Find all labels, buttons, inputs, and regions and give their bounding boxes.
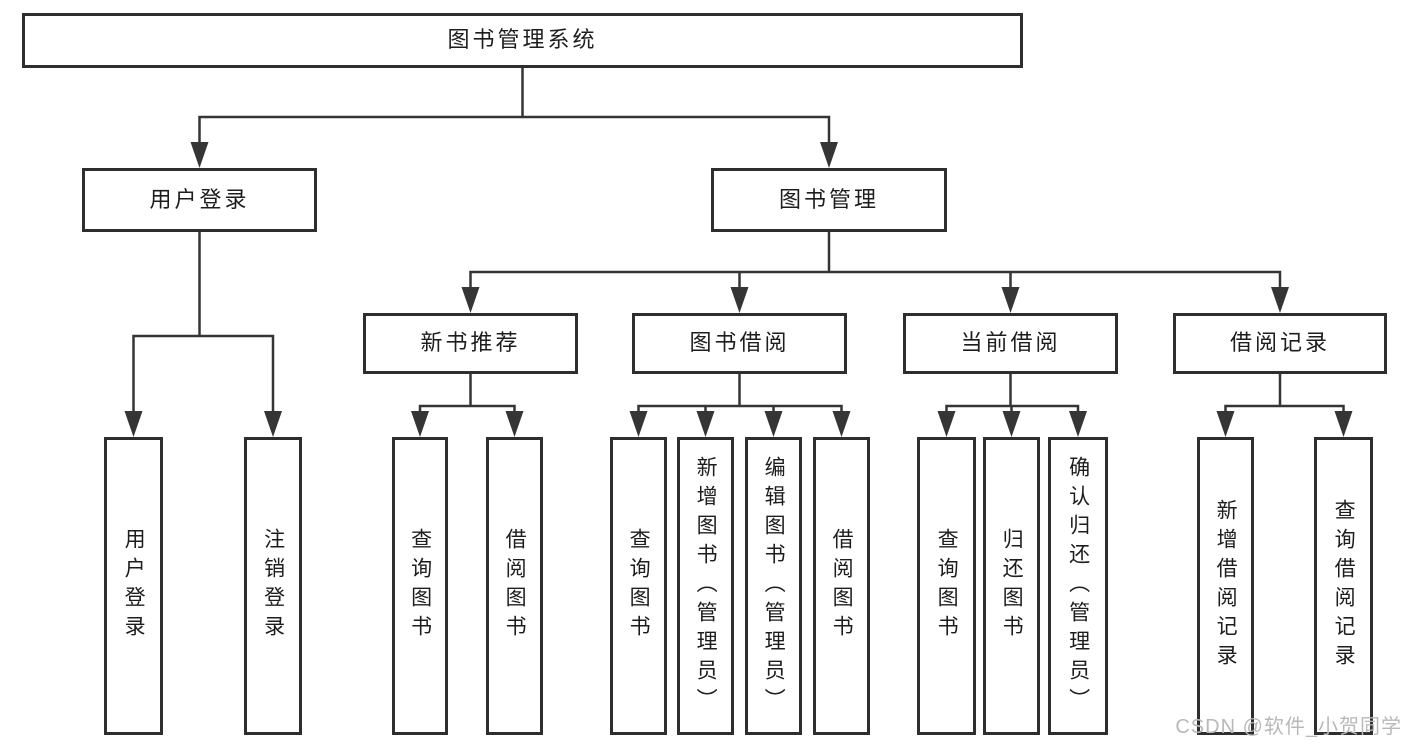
node-nb-query: 查询图书: [392, 437, 448, 735]
node-bw-add: 新增图书（管理员）: [677, 437, 734, 735]
node-user-login: 用户登录: [104, 437, 163, 735]
node-newbook: 新书推荐: [363, 313, 578, 374]
node-login: 用户登录: [82, 168, 317, 232]
node-records: 借阅记录: [1173, 313, 1387, 374]
node-cur-confirm: 确认归还（管理员）: [1048, 437, 1108, 735]
node-cur-return: 归还图书: [983, 437, 1040, 735]
node-current: 当前借阅: [903, 313, 1118, 374]
node-root: 图书管理系统: [22, 13, 1023, 68]
node-logout: 注销登录: [244, 437, 302, 735]
node-rec-add: 新增借阅记录: [1197, 437, 1254, 735]
node-cur-query: 查询图书: [917, 437, 976, 735]
node-bw-edit: 编辑图书（管理员）: [745, 437, 802, 735]
node-mgmt: 图书管理: [711, 168, 947, 232]
node-rec-query: 查询借阅记录: [1314, 437, 1373, 735]
watermark: CSDN @软件_小贺同学: [1175, 716, 1402, 738]
node-nb-borrow: 借阅图书: [486, 437, 543, 735]
node-bw-query: 查询图书: [610, 437, 667, 735]
node-bw-borrow: 借阅图书: [813, 437, 870, 735]
node-borrow: 图书借阅: [632, 313, 847, 374]
